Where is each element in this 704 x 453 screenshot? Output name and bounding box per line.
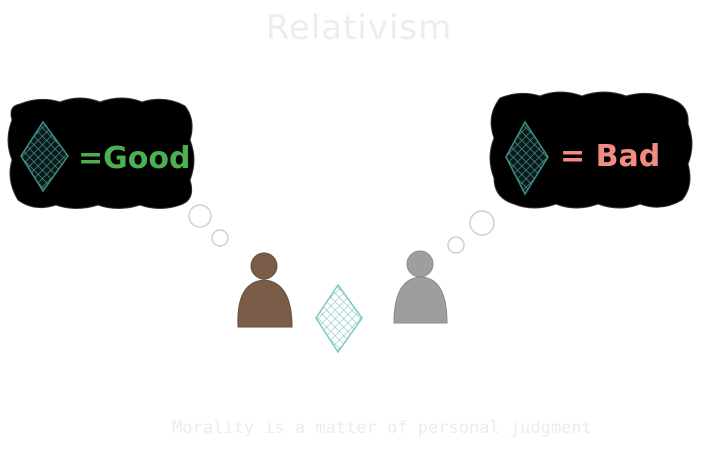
right-person-icon xyxy=(393,250,448,324)
left-diamond-icon xyxy=(20,120,69,193)
left-thought-dot-large xyxy=(188,204,212,228)
center-diamond-icon xyxy=(315,283,363,354)
right-bubble-label: = Bad xyxy=(560,139,660,174)
diagram-title: Relativism xyxy=(265,8,453,48)
right-bubble-cloud xyxy=(489,91,693,209)
right-person-head xyxy=(406,250,434,278)
left-thought-bubble: =Good xyxy=(7,97,195,209)
right-thought-dot-small xyxy=(447,236,465,254)
right-person-body xyxy=(393,276,448,324)
left-person-head xyxy=(250,252,278,280)
left-bubble-label: =Good xyxy=(78,141,190,176)
right-diamond-icon xyxy=(505,120,549,196)
diagram-caption: Morality is a matter of personal judgmen… xyxy=(172,418,592,438)
right-thought-dot-large xyxy=(469,210,495,236)
left-thought-dot-small xyxy=(211,229,229,247)
right-thought-bubble: = Bad xyxy=(489,91,693,209)
left-person-icon xyxy=(237,252,293,328)
left-bubble-cloud xyxy=(7,97,195,209)
left-person-body xyxy=(237,279,293,328)
